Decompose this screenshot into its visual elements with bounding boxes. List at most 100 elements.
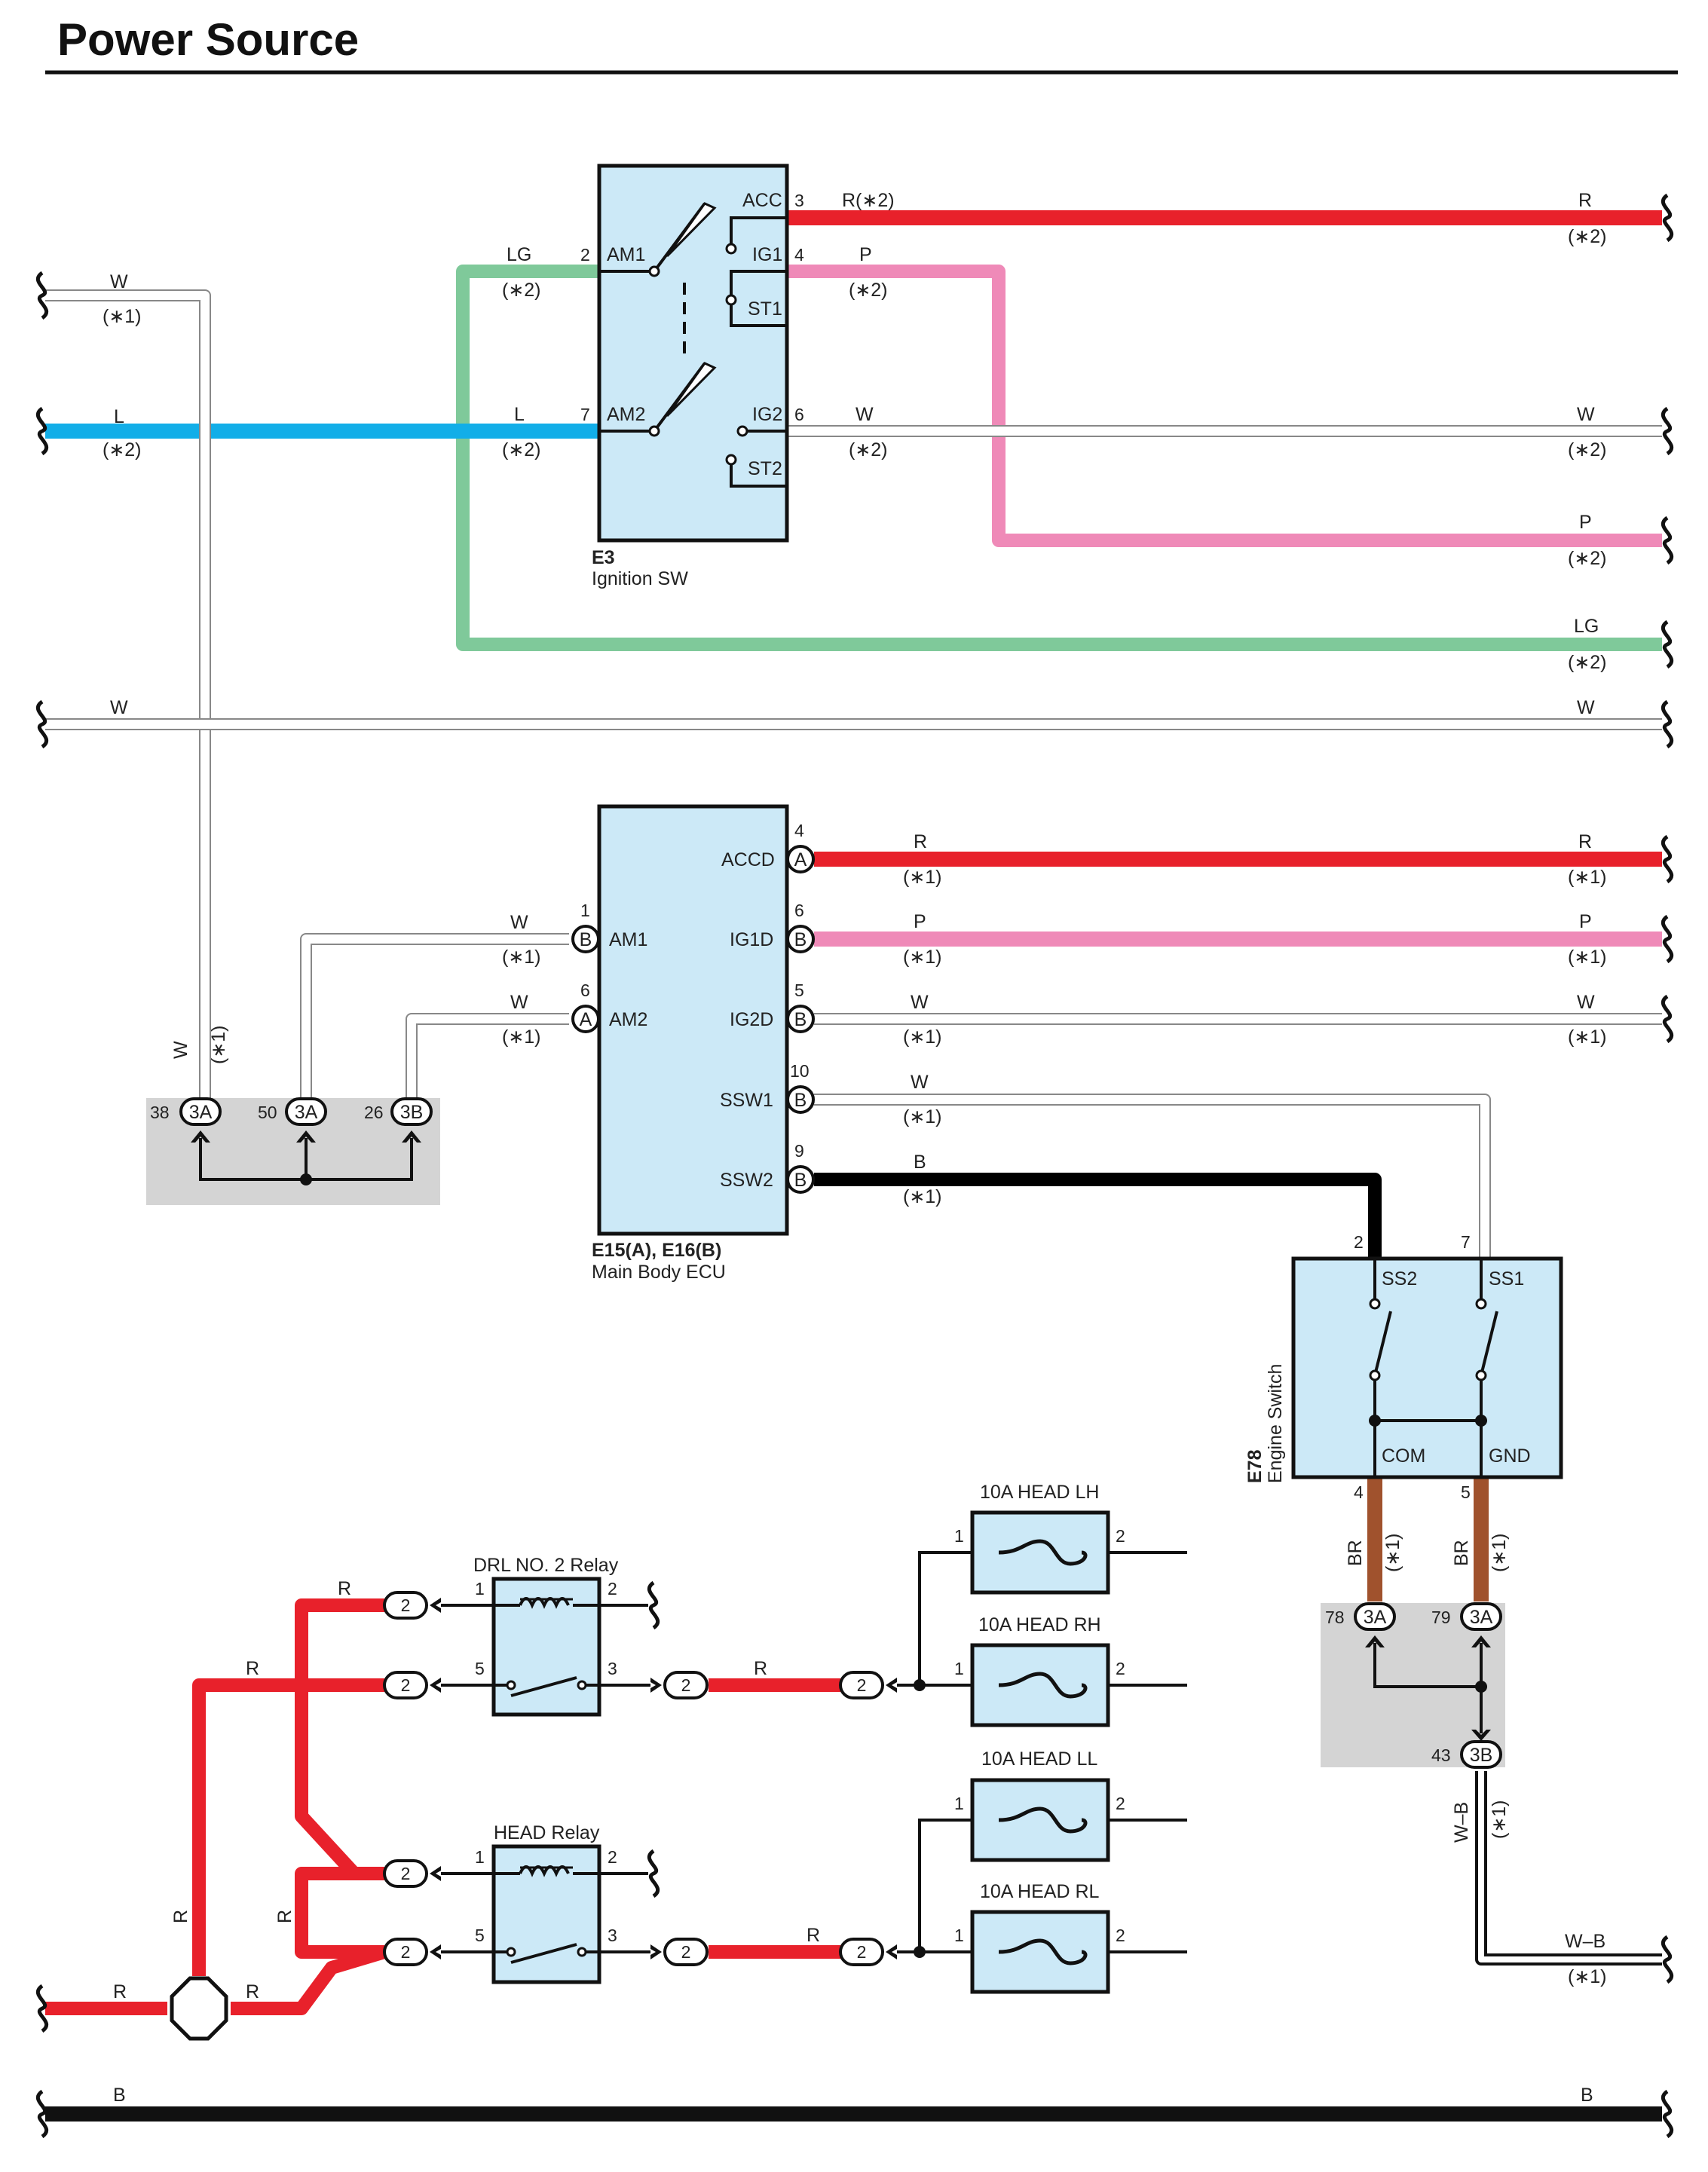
ecu-conn-b3: B: [794, 1090, 807, 1111]
ecu-pin-9: 9: [794, 1141, 804, 1161]
lbl-w-ig2d-r: W: [1577, 992, 1595, 1013]
lbl-r-drl: R: [754, 1658, 767, 1679]
splice-left-pin-26: 26: [364, 1103, 384, 1122]
lbl-n1-j: (∗1): [903, 1106, 942, 1127]
fuse-rl-pin-2: 2: [1116, 1926, 1125, 1945]
wire-labels: W (∗1) L (∗2) LG (∗2) L (∗2) R(∗2) P (∗2…: [103, 190, 1607, 2106]
engine-switch: [1291, 1256, 1563, 1479]
lbl-n2-b: (∗2): [502, 280, 541, 301]
es-code: E78: [1244, 1449, 1266, 1483]
fuse-head-rl: 10A HEAD RL: [980, 1881, 1100, 1902]
ecu-term-ig2d: IG2D: [730, 1009, 773, 1030]
fuse-rh-pin-1: 1: [954, 1659, 964, 1678]
ign-term-st2: ST2: [748, 458, 782, 479]
fuse-ll-pin-2: 2: [1116, 1794, 1125, 1813]
ecu-code: E15(A), E16(B): [592, 1240, 721, 1261]
lbl-lg-top: LG: [507, 244, 531, 265]
lbl-r-d: R: [274, 1910, 295, 1923]
drl-relay: [441, 1577, 639, 1717]
lbl-n2-i: (∗2): [1568, 652, 1607, 673]
fuse-feed-lines: [599, 1551, 1187, 1953]
lbl-w-left: W: [110, 271, 128, 292]
lbl-r-b: R: [246, 1658, 259, 1679]
ign-pin-2: 2: [580, 245, 590, 265]
ecu-term-accd: ACCD: [721, 849, 775, 870]
conn-2-g: 2: [857, 1675, 867, 1695]
fuse-ll-pin-1: 1: [954, 1794, 964, 1813]
lbl-wb-vert: W–B: [1451, 1802, 1472, 1843]
ecu-term-am1: AM1: [609, 929, 647, 950]
engine-switch-contacts: [1373, 1259, 1498, 1477]
ign-term-ig1: IG1: [752, 244, 782, 265]
lbl-r-bot-l: R: [113, 1981, 127, 2002]
page-title: Power Source: [57, 14, 360, 65]
wire-lg-am1: [456, 265, 1662, 651]
lbl-w-am2: W: [510, 992, 528, 1013]
ignition-switch: [597, 164, 789, 543]
splice-left-pin-38: 38: [150, 1103, 170, 1122]
lbl-n1-b: (∗1): [502, 947, 541, 968]
ecu-conn-a2: A: [580, 1009, 592, 1030]
ign-pin-6: 6: [794, 405, 804, 424]
fuse-rh-pin-2: 2: [1116, 1659, 1125, 1678]
lbl-b-bot: B: [113, 2085, 126, 2106]
splice-right-code-1: 3A: [1364, 1607, 1387, 1628]
ecu-term-ssw1: SSW1: [720, 1090, 773, 1111]
lbl-lg-right: LG: [1574, 616, 1599, 637]
conn-2-e: 2: [681, 1675, 691, 1695]
ign-term-ig2: IG2: [752, 404, 782, 425]
wire-b-ssw2: [814, 1173, 1382, 1259]
splice-left-code-3: 3B: [400, 1102, 424, 1123]
lbl-n1-d: (∗1): [903, 867, 942, 888]
lbl-n1-br-r: (∗1): [1489, 1533, 1510, 1572]
wire-p-ig1: [787, 265, 1662, 547]
head-pin-3: 3: [608, 1926, 617, 1945]
ecu-pin-6-left: 6: [580, 980, 590, 1000]
es-term-ss1: SS1: [1489, 1268, 1524, 1289]
lbl-r-right: R: [1578, 190, 1592, 211]
ecu-conn-b1: B: [794, 929, 807, 950]
red-network: [45, 1598, 840, 2015]
splice-right-code-3: 3B: [1470, 1745, 1493, 1766]
lbl-w-ig2d: W: [911, 992, 929, 1013]
ign-code: E3: [592, 547, 615, 568]
ecu-pin-10: 10: [790, 1061, 810, 1081]
lbl-w-right: W: [1577, 404, 1595, 425]
ign-name: Ignition SW: [592, 568, 688, 589]
relay-connector-arrows: [430, 1598, 897, 1959]
lbl-w-am1: W: [510, 912, 528, 933]
drl-pin-1: 1: [475, 1579, 485, 1598]
drl-pin-2: 2: [608, 1579, 617, 1598]
ecu-name: Main Body ECU: [592, 1262, 726, 1283]
lbl-n1-k: (∗1): [903, 1186, 942, 1207]
lbl-r-head: R: [807, 1925, 820, 1946]
conn-2-f: 2: [681, 1942, 691, 1962]
ecu-conn-b5: B: [580, 929, 592, 950]
head-pin-2: 2: [608, 1847, 617, 1867]
ecu-pin-5: 5: [794, 980, 804, 1000]
conn-2-a: 2: [401, 1595, 411, 1615]
ign-term-am2: AM2: [607, 404, 645, 425]
lbl-r-a: R: [338, 1578, 351, 1599]
lbl-n1-f: (∗1): [903, 947, 942, 968]
es-name: Engine Switch: [1265, 1364, 1286, 1483]
splice-left-pin-50: 50: [258, 1103, 277, 1122]
es-pin-5: 5: [1461, 1482, 1471, 1502]
lbl-br-l: BR: [1345, 1540, 1366, 1566]
ign-pin-7: 7: [580, 405, 590, 424]
lbl-n2-d: (∗2): [849, 280, 888, 301]
lbl-w-ig2: W: [856, 404, 874, 425]
ecu-pin-1: 1: [580, 901, 590, 920]
lbl-n1-a: (∗1): [103, 306, 142, 327]
lbl-r2-top: R(∗2): [842, 190, 895, 211]
splice-left-code-1: 3A: [189, 1102, 213, 1123]
ecu-conn-b4: B: [794, 1170, 807, 1191]
ecu-term-am2: AM2: [609, 1009, 647, 1030]
fuses: [970, 1510, 1110, 1994]
lbl-n1-br-l: (∗1): [1382, 1533, 1403, 1572]
lbl-n1-g: (∗1): [1568, 947, 1607, 968]
lbl-br-r: BR: [1451, 1540, 1472, 1566]
lbl-b-ssw2: B: [914, 1152, 926, 1173]
splice-right-code-2: 3A: [1470, 1607, 1493, 1628]
